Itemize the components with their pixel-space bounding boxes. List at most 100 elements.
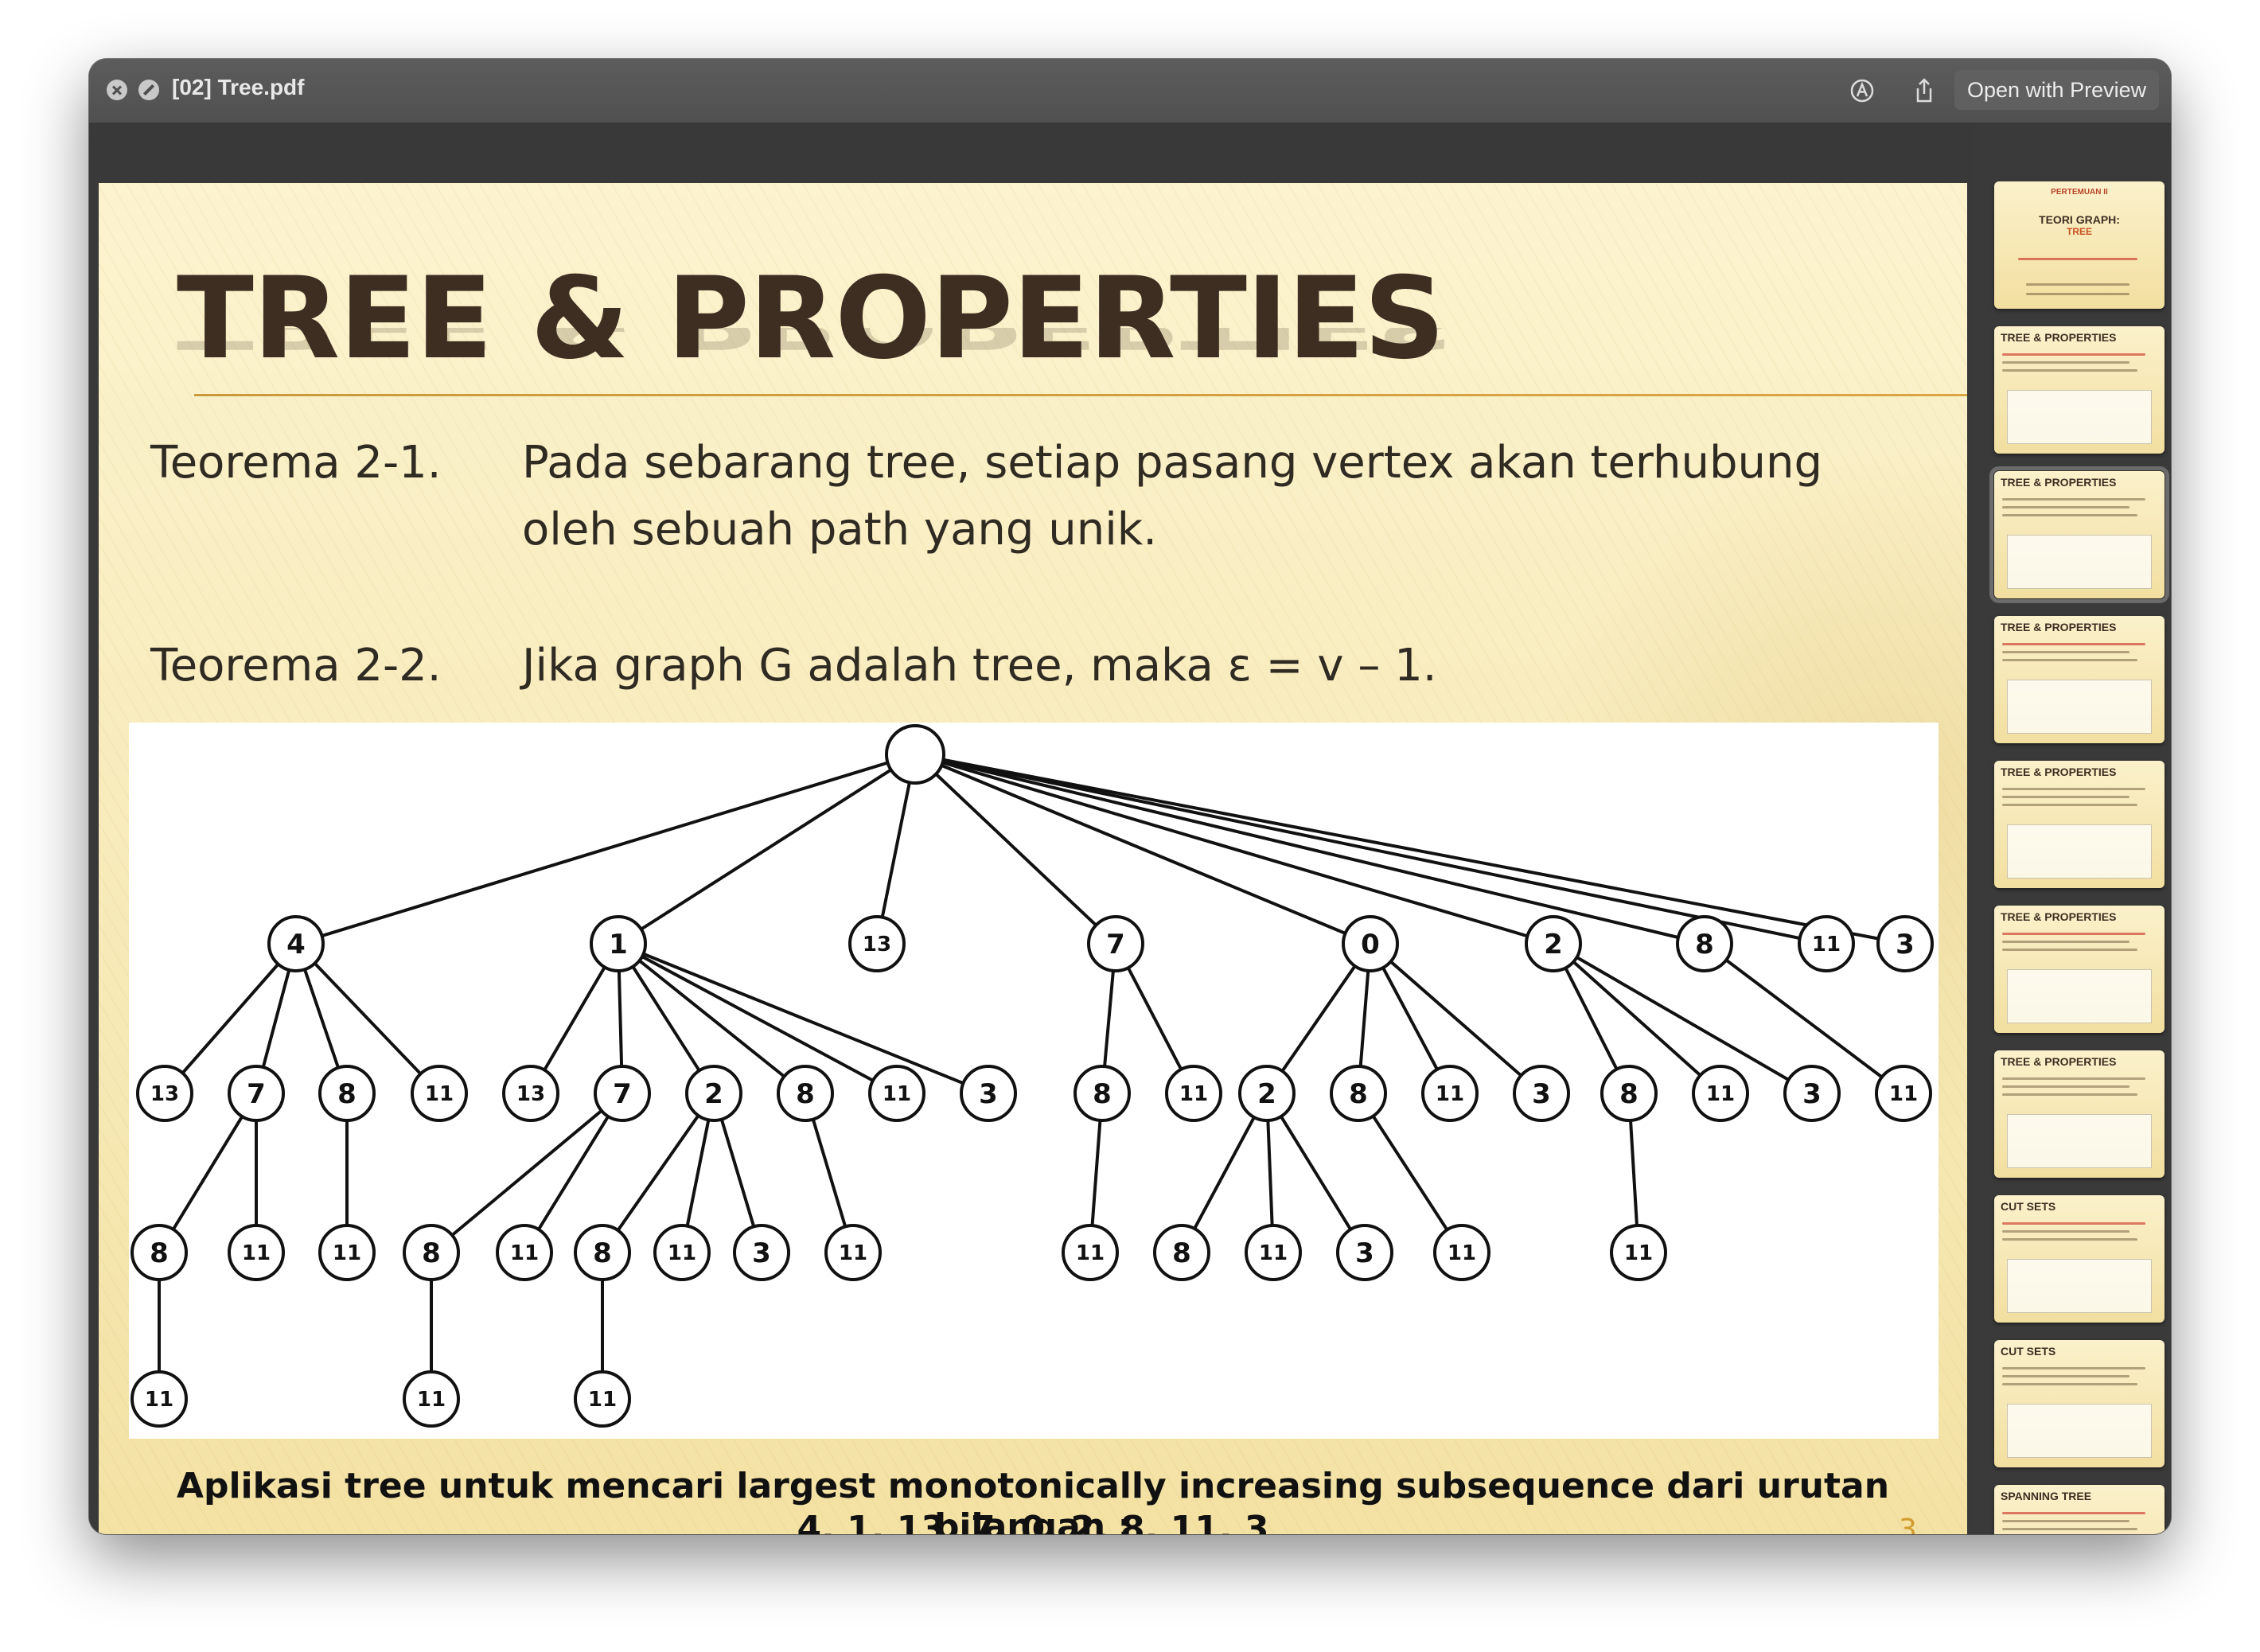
tree-node-label: 0	[1361, 929, 1380, 960]
tree-edge	[914, 753, 1827, 945]
thumbnail-text-line	[2002, 804, 2137, 806]
tree-node-label: 11	[1448, 1241, 1476, 1265]
tree-edge	[158, 1092, 258, 1254]
tree-node-label: 11	[145, 1388, 173, 1412]
document-content: TREE & PROPERTIES TREE & PROPERTIES Teor…	[89, 123, 2171, 1534]
markup-icon[interactable]	[1848, 76, 1876, 105]
tree-node-label: 2	[1257, 1078, 1276, 1110]
page-thumbnail[interactable]: TREE & PROPERTIES	[1989, 466, 2169, 603]
tree-edge	[914, 753, 1554, 945]
tree-node: 13	[136, 1065, 193, 1122]
caption-sequence: 4, 1, 13, 7, 0, 2, 8, 11, 3	[797, 1509, 1269, 1534]
tree-node: 11	[228, 1224, 285, 1281]
page-thumbnail[interactable]: TREE & PROPERTIES	[1994, 1050, 2165, 1178]
tree-edge	[1703, 942, 1905, 1095]
thumbnail-figure	[2007, 390, 2152, 444]
tree-edge	[1552, 942, 1722, 1095]
fullscreen-icon[interactable]	[138, 80, 159, 100]
tree-node: 8	[1153, 1224, 1210, 1281]
tree-node-label: 8	[150, 1237, 169, 1269]
tree-node-label: 7	[613, 1078, 632, 1110]
theorem-2-text: Jika graph G adalah tree, maka ε = v – 1…	[522, 640, 1437, 692]
thumbnail-text-line	[2002, 643, 2145, 645]
tree-node: 8	[1676, 915, 1733, 972]
tree-node: 4	[267, 915, 325, 972]
thumbnail-text-line	[2002, 949, 2137, 951]
tree-node-label: 13	[150, 1082, 179, 1106]
tree-node-label: 3	[1896, 929, 1915, 960]
theorem-1-text: Pada sebarang tree, setiap pasang vertex…	[522, 437, 1823, 555]
page-thumbnail[interactable]: TREE & PROPERTIES	[1994, 326, 2165, 454]
tree-node-label: 11	[668, 1241, 696, 1265]
tree-node: 11	[496, 1224, 553, 1281]
tree-node: 11	[1875, 1065, 1932, 1122]
tree-edge	[617, 942, 715, 1095]
page-thumbnail[interactable]: TREE & PROPERTIES	[1994, 906, 2165, 1033]
window-title: [02] Tree.pdf	[172, 75, 305, 99]
tree-node: 3	[1513, 1065, 1570, 1122]
thumbnail-text-line	[2002, 506, 2129, 508]
tree-node-label: 11	[333, 1241, 361, 1265]
tree-node: 11	[1692, 1065, 1749, 1122]
slide-title-reflection: TREE & PROPERTIES	[177, 328, 1577, 363]
thumbnail-title: TREE & PROPERTIES	[2001, 766, 2117, 778]
tree-edge	[1552, 942, 1814, 1095]
thumbnail-figure	[2007, 824, 2152, 879]
tree-node-label: 8	[1172, 1237, 1191, 1269]
tree-node-label: 13	[516, 1082, 545, 1106]
caption-text: Aplikasi tree untuk mencari largest mono…	[176, 1466, 1890, 1534]
tree-edge	[294, 942, 441, 1095]
thumbnail-text-line	[2002, 353, 2145, 356]
thumbnail-text-line	[2002, 1375, 2129, 1377]
tree-node: 2	[1238, 1065, 1296, 1122]
open-with-preview-button[interactable]: Open with Preview	[1954, 70, 2160, 110]
thumbnail-figure	[2007, 680, 2152, 734]
thumbnail-title: TREE & PROPERTIES	[2001, 476, 2117, 489]
tree-edge	[618, 942, 898, 1095]
tree-node-label: 11	[1179, 1082, 1208, 1106]
tree-node: 3	[1783, 1065, 1841, 1122]
thumbnail-text-line	[2002, 498, 2145, 501]
thumbnail-text-line	[2002, 1222, 2145, 1225]
thumbnail-text-line	[2002, 1077, 2145, 1080]
page-thumbnail[interactable]: TREE & PROPERTIES	[1994, 761, 2165, 888]
tree-node: 11	[1165, 1065, 1222, 1122]
tree-edge	[1265, 942, 1372, 1095]
tree-node: 11	[1433, 1224, 1490, 1281]
thumbnail-title: TREE & PROPERTIES	[2001, 1055, 2117, 1068]
tree-node: 11	[574, 1370, 631, 1428]
thumbnail-text-line	[2026, 283, 2129, 286]
tree-node-label: 13	[863, 933, 891, 957]
page-thumbnail[interactable]: CUT SETS	[1994, 1195, 2165, 1323]
tree-node-label: 8	[1619, 1078, 1638, 1110]
tree-edge	[295, 753, 916, 945]
close-icon[interactable]	[107, 80, 127, 100]
tree-node-label: 3	[979, 1078, 998, 1110]
tree-node: 7	[1087, 915, 1144, 972]
tree-node-label: 2	[704, 1078, 723, 1110]
tree-node: 11	[131, 1370, 188, 1428]
thumbnail-title: CUT SETS	[2001, 1200, 2056, 1213]
thumbnail-header: PERTEMUAN II	[2051, 188, 2108, 197]
tree-node: 11	[1798, 915, 1855, 972]
page-thumbnail[interactable]: TREE & PROPERTIES	[1994, 616, 2165, 743]
tree-edge	[1357, 1092, 1463, 1254]
tree-node-label: 3	[752, 1237, 771, 1269]
page-number: 3	[1899, 1514, 1917, 1534]
tree-node-label: 3	[1532, 1078, 1551, 1110]
tree-node: 11	[1610, 1224, 1667, 1281]
tree-node-label: 11	[510, 1241, 539, 1265]
tree-node-label: 8	[337, 1078, 357, 1110]
page-thumbnail[interactable]: SPANNING TREE	[1994, 1485, 2165, 1534]
tree-node-label: 8	[1695, 929, 1714, 960]
thumbnail-text-line	[2002, 1367, 2145, 1370]
page-thumbnail[interactable]: CUT SETS	[1994, 1340, 2165, 1467]
tree-node: 7	[228, 1065, 285, 1122]
tree-node: 11	[824, 1224, 882, 1281]
share-icon[interactable]	[1910, 76, 1939, 105]
tree-node: 8	[318, 1065, 376, 1122]
tree-node: 3	[1336, 1224, 1393, 1281]
